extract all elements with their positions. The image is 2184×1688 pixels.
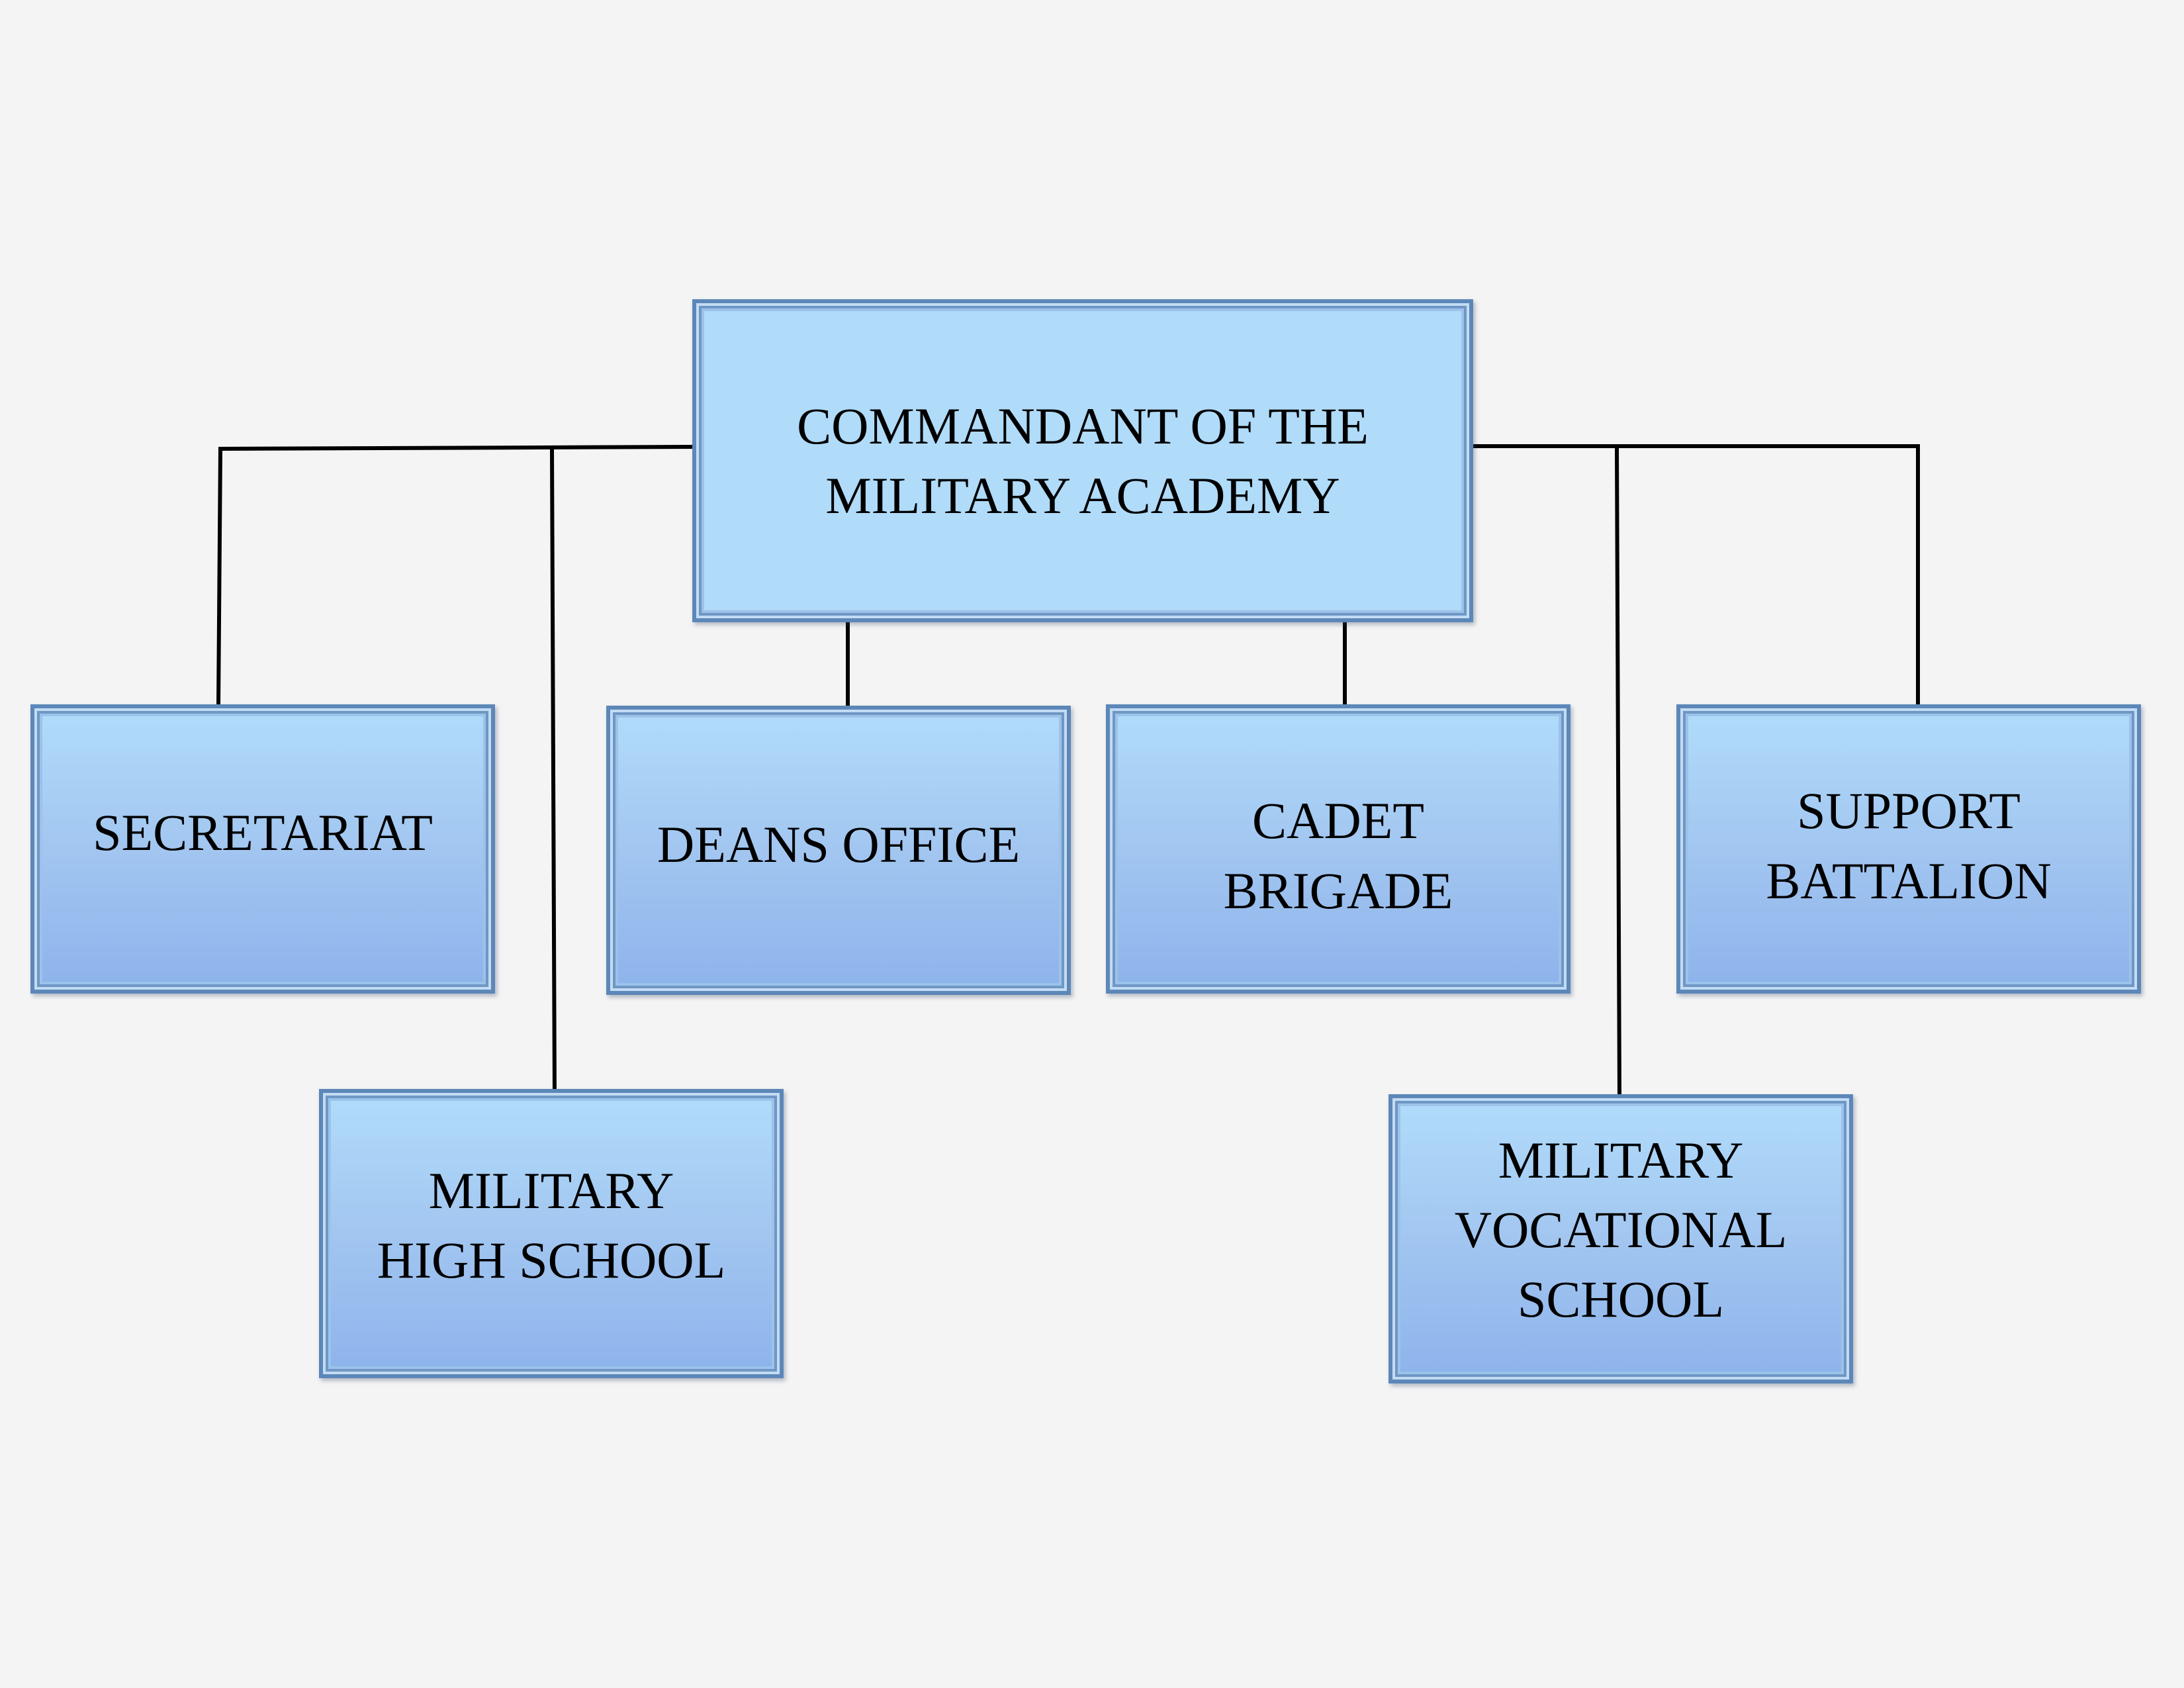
military-high-school-label: MILITARY HIGH SCHOOL: [377, 1161, 726, 1289]
commandant-label: COMMANDANT OF THE MILITARY ACADEMY: [797, 397, 1369, 524]
connector-vocational-school: [1614, 444, 1622, 1098]
military-vocational-school-box: MILITARY VOCATIONAL SCHOOL: [1388, 1094, 1853, 1383]
deans-office-label: DEANS OFFICE: [657, 815, 1021, 873]
connector-support-battalion: [1470, 444, 1920, 708]
deans-office-box: DEANS OFFICE: [606, 706, 1071, 995]
support-battalion-label: SUPPORT BATTALION: [1766, 782, 2052, 910]
secretariat-box: SECRETARIAT: [30, 704, 495, 994]
connector-high-school: [549, 445, 557, 1098]
support-battalion-box: SUPPORT BATTALION: [1676, 704, 2141, 994]
connector-secretariat: [216, 444, 695, 708]
cadet-brigade-box: CADET BRIGADE: [1106, 704, 1570, 994]
cadet-brigade-label: CADET BRIGADE: [1223, 792, 1453, 919]
military-high-school-box: MILITARY HIGH SCHOOL: [319, 1089, 784, 1378]
commandant-box: COMMANDANT OF THE MILITARY ACADEMY: [692, 299, 1473, 622]
secretariat-label: SECRETARIAT: [93, 803, 433, 861]
military-vocational-school-label: MILITARY VOCATIONAL SCHOOL: [1454, 1131, 1788, 1329]
